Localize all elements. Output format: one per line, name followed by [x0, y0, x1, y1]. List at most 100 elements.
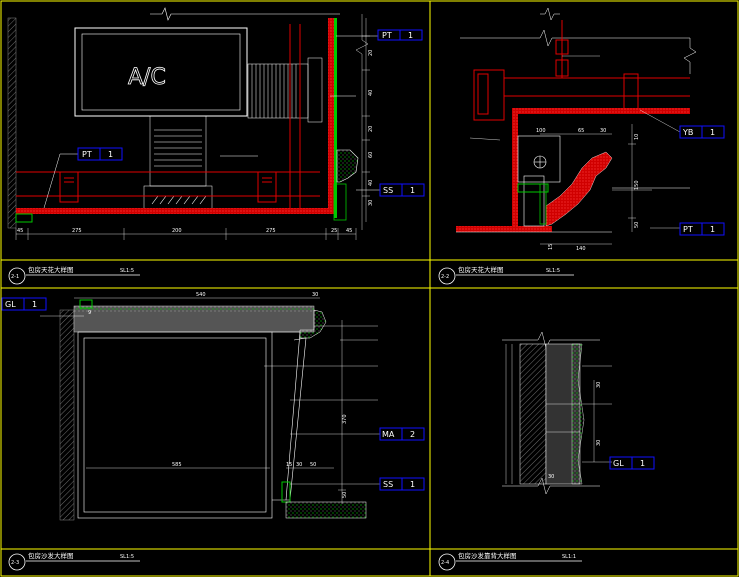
panel-title-2-1: 2-1 包房天花大样图 SL1:5 — [8, 265, 140, 285]
svg-text:包房沙发靠背大样图: 包房沙发靠背大样图 — [458, 551, 517, 560]
green-top-p3 — [79, 299, 93, 309]
tag-gl-p3: GL 1 — [1, 297, 47, 311]
tag-pt-p2: PT 1 — [679, 222, 725, 236]
panel-2-3-sofa-detail: 540 30 9 585 15 30 50 370 50 GL 1 MA 2 S… — [1, 292, 425, 571]
dims-bottom-panel1 — [15, 228, 357, 240]
cornice-molding — [336, 149, 359, 183]
panel-title-2-2: 2-2 包房天花大样图 SL1:5 — [438, 265, 574, 285]
diffuser-grille — [151, 195, 207, 205]
leaders-panel1 — [43, 35, 380, 209]
svg-text:包房天花大样图: 包房天花大样图 — [458, 265, 504, 274]
p3-dim-inner-3: 50 — [310, 462, 316, 468]
svg-text:1: 1 — [108, 150, 113, 159]
dim-bottom-5: 45 — [346, 228, 352, 234]
bottom-green-trim — [15, 213, 33, 223]
panel-2-1-ceiling-detail: A/C — [7, 7, 425, 285]
p2-dim-right-2: 50 — [634, 222, 640, 228]
p2-dim-right-1: 150 — [634, 180, 640, 190]
green-channel2-p2 — [539, 183, 547, 225]
green-channel-p2 — [517, 183, 549, 193]
svg-text:GL: GL — [613, 459, 624, 468]
wall-green-trim — [334, 18, 337, 218]
break-line-right — [355, 14, 369, 230]
ss-trim — [333, 183, 347, 221]
break-line-right-p2 — [683, 38, 697, 74]
leaders-panel3 — [40, 315, 380, 485]
dim-right-4: 40 — [368, 180, 374, 186]
svg-text:1: 1 — [640, 459, 645, 468]
svg-text:1: 1 — [408, 31, 413, 40]
dim-right-5: 30 — [368, 200, 374, 206]
leaders-panel4 — [582, 365, 612, 463]
p3-dim-top-1: 30 — [312, 292, 318, 298]
p4-dim-1: 30 — [596, 440, 602, 446]
flex-duct — [247, 57, 323, 123]
p2-dim-bottom-1: 140 — [576, 246, 586, 252]
p2-dim-top-2: 30 — [600, 128, 606, 134]
svg-text:1: 1 — [710, 225, 715, 234]
svg-text:SL1:5: SL1:5 — [546, 268, 560, 274]
svg-text:1: 1 — [410, 186, 415, 195]
dim-bottom-1: 275 — [72, 228, 82, 234]
base-hatch-p3 — [285, 501, 367, 519]
tag-yb: YB 1 — [679, 125, 725, 139]
dim-bottom-2: 200 — [172, 228, 182, 234]
bottom-board-p2 — [456, 226, 552, 232]
led-box — [517, 135, 561, 227]
svg-text:GL: GL — [5, 300, 16, 309]
break-line-top-p4 — [502, 331, 600, 349]
gypsum-board — [16, 208, 334, 214]
svg-text:1: 1 — [710, 128, 715, 137]
p2-dim-top-0: 100 — [536, 128, 546, 134]
cove-molding-p2 — [545, 151, 613, 227]
p3-dim-top-0: 540 — [196, 292, 206, 298]
svg-text:YB: YB — [682, 128, 693, 137]
svg-text:SS: SS — [383, 186, 393, 195]
svg-text:2-4: 2-4 — [441, 560, 449, 566]
dim-bottom-4: 25 — [331, 228, 337, 234]
p3-dim-right-1: 50 — [342, 492, 348, 498]
panel-2-4-sofa-back-detail: 30 30 30 GL 1 2-4 包房沙发靠背大样图 SL1:1 — [438, 331, 655, 571]
fabric-profile-p4 — [571, 343, 585, 485]
break-line-top-p2 — [460, 29, 690, 47]
p3-dim-inner-1: 15 — [286, 462, 292, 468]
break-line-top — [150, 7, 340, 21]
sofa-body-p3 — [77, 331, 307, 519]
svg-text:SL1:1: SL1:1 — [562, 554, 576, 560]
ceiling-frame-red — [16, 24, 320, 210]
tag-gl-p4: GL 1 — [609, 456, 655, 470]
svg-text:MA: MA — [382, 430, 395, 439]
svg-text:SL1:5: SL1:5 — [120, 268, 134, 274]
main-runner — [473, 69, 690, 121]
dim-bottom-0: 45 — [17, 228, 23, 234]
svg-text:包房沙发大样图: 包房沙发大样图 — [28, 551, 74, 560]
dims-right-panel1 — [362, 18, 370, 222]
ac-unit-inner — [81, 33, 241, 111]
tag-ss-p3: SS 1 — [379, 477, 425, 491]
svg-text:2-1: 2-1 — [11, 274, 19, 280]
tag-pt-left: PT 1 — [77, 147, 123, 161]
dim-right-2: 20 — [368, 126, 374, 132]
svg-text:包房天花大样图: 包房天花大样图 — [28, 265, 74, 274]
tag-ss: SS 1 — [379, 183, 425, 197]
p3-dim-inner-2: 30 — [296, 462, 302, 468]
back-frame-p4 — [519, 343, 547, 485]
svg-text:2-2: 2-2 — [441, 274, 449, 280]
p3-dim-left-0: 9 — [88, 310, 91, 316]
top-board-dots-p3 — [74, 306, 314, 312]
dim-bottom-3: 275 — [266, 228, 276, 234]
panel-2-2-ceiling-detail: 100 65 30 10 150 50 15 140 YB 1 PT 1 2-2… — [438, 7, 725, 285]
svg-text:PT: PT — [683, 225, 693, 234]
break-line-bottom-p4 — [502, 477, 600, 495]
p4-dim-2: 30 — [548, 474, 554, 480]
p4-dim-0: 30 — [596, 382, 602, 388]
dim-right-1: 40 — [368, 90, 374, 96]
p2-dim-bottom-0: 15 — [548, 244, 554, 250]
wall-hatch-p3 — [59, 309, 75, 521]
dims-panel3 — [74, 297, 346, 504]
dim-right-3: 60 — [368, 152, 374, 158]
svg-text:1: 1 — [32, 300, 37, 309]
svg-text:2-3: 2-3 — [11, 560, 19, 566]
dim-right-0: 20 — [368, 50, 374, 56]
